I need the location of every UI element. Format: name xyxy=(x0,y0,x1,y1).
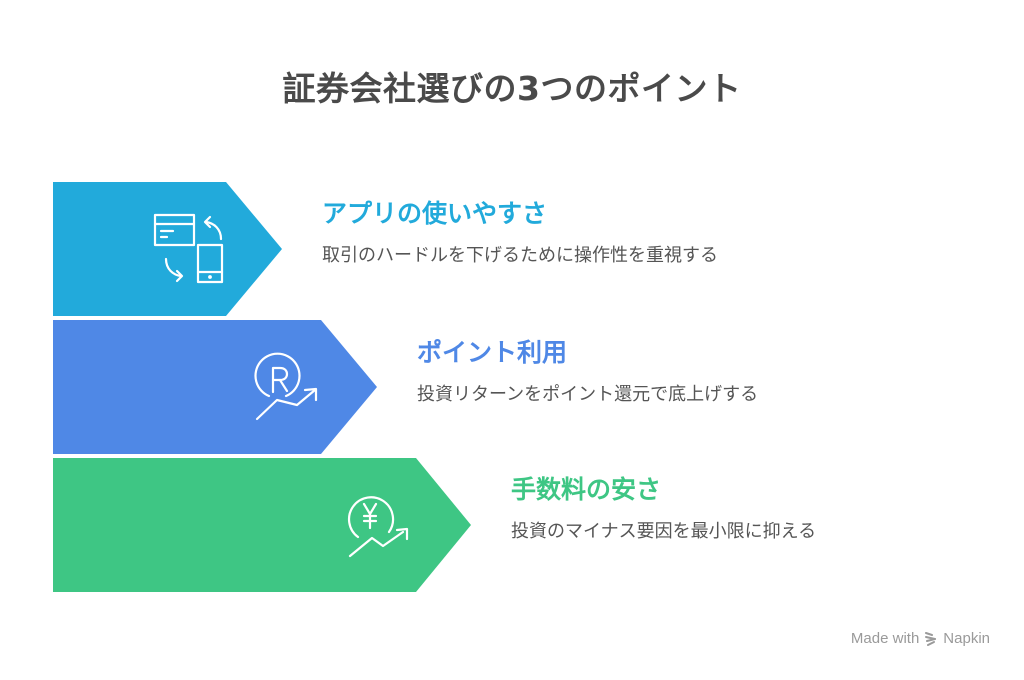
point-2-heading: ポイント利用 xyxy=(417,338,568,367)
diagram-title: 証券会社選びの3つのポイント xyxy=(282,69,742,108)
made-with-napkin-badge: Made with Napkin xyxy=(851,630,990,647)
point-1-heading: アプリの使いやすさ xyxy=(322,199,548,228)
point-3-description: 投資のマイナス要因を最小限に抑える xyxy=(511,521,817,542)
band-2-arrow xyxy=(53,320,377,454)
band-1-arrow xyxy=(53,182,282,316)
point-3-heading: 手数料の安さ xyxy=(511,475,662,504)
yen-growth-icon xyxy=(347,496,409,558)
napkin-brand-label: Napkin xyxy=(943,630,990,647)
point-1-description: 取引のハードルを下げるために操作性を重視する xyxy=(322,245,718,266)
point-2: ポイント利用 投資リターンをポイント還元で底上げする xyxy=(417,337,857,406)
made-with-label: Made with xyxy=(850,630,920,647)
point-3: 手数料の安さ 投資のマイナス要因を最小限に抑える xyxy=(511,474,951,543)
points-growth-icon xyxy=(254,352,318,421)
point-2-description: 投資リターンをポイント還元で底上げする xyxy=(417,384,759,405)
napkin-logo-icon xyxy=(925,631,937,646)
point-1: アプリの使いやすさ 取引のハードルを下げるために操作性を重視する xyxy=(322,198,782,267)
app-transfer-icon xyxy=(153,213,224,284)
band-3-arrow xyxy=(53,458,471,592)
